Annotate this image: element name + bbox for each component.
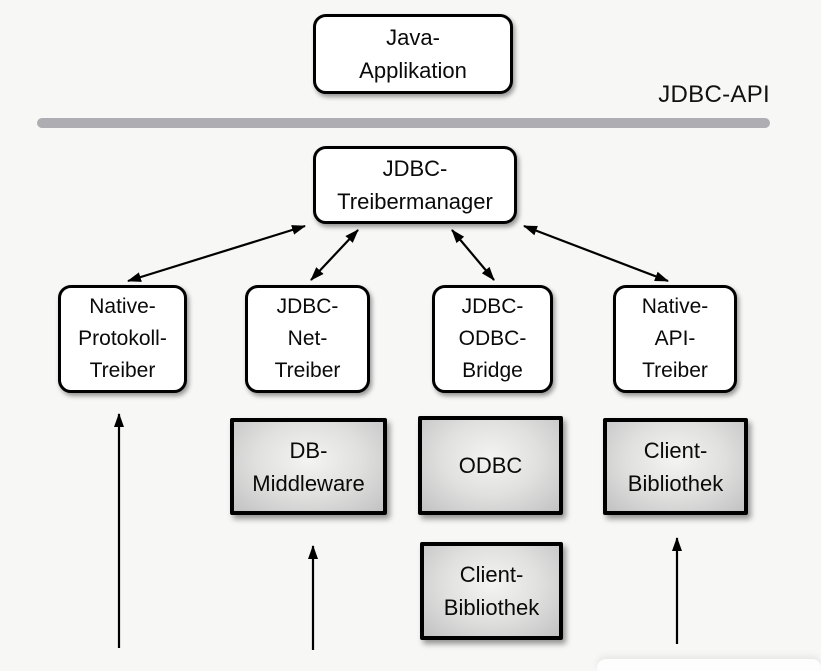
arrow-treibermanager-native-protokoll	[127, 224, 306, 283]
node-java-applikation: Java- Applikation	[313, 14, 513, 94]
arrow-treibermanager-jdbc-net	[310, 229, 359, 281]
arrow-treibermanager-native-api	[523, 224, 669, 283]
jdbc-api-separator-bar	[37, 118, 770, 128]
node-jdbc-net-treiber: JDBC- Net- Treiber	[245, 285, 370, 393]
node-native-api-treiber: Native- API- Treiber	[613, 285, 737, 393]
arrow-treibermanager-jdbc-odbc	[451, 229, 495, 281]
jdbc-api-label: JDBC-API	[658, 81, 770, 108]
node-jdbc-treibermanager: JDBC- Treibermanager	[313, 146, 517, 224]
node-jdbc-odbc-bridge: JDBC- ODBC- Bridge	[432, 285, 553, 393]
node-native-protokoll-treiber: Native- Protokoll- Treiber	[58, 285, 187, 393]
node-odbc: ODBC	[418, 416, 563, 515]
node-client-bibliothek-right: Client- Bibliothek	[603, 418, 748, 515]
node-client-bibliothek-middle: Client- Bibliothek	[420, 542, 563, 640]
partial-box-bottom-right	[597, 659, 821, 671]
node-db-middleware: DB- Middleware	[230, 418, 387, 515]
